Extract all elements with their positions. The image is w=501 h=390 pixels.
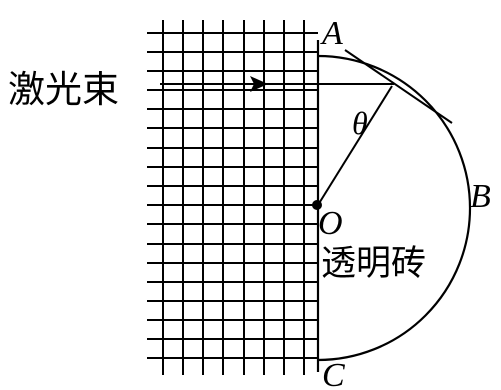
grid-screen: [147, 20, 318, 375]
label-glass-brick: 透明砖: [321, 244, 426, 284]
semicircle-arc: [317, 54, 472, 362]
radius-line: [317, 85, 393, 206]
label-point-c: C: [322, 357, 345, 390]
tangent-line: [344, 49, 453, 124]
center-point-o: [312, 200, 322, 210]
label-point-a: A: [320, 15, 343, 52]
label-laser-beam: 激光束: [8, 68, 119, 111]
laser-arrow-icon: [250, 76, 268, 92]
label-angle-theta: θ: [352, 105, 368, 141]
label-point-b: B: [470, 178, 491, 215]
label-point-o: O: [318, 205, 343, 242]
